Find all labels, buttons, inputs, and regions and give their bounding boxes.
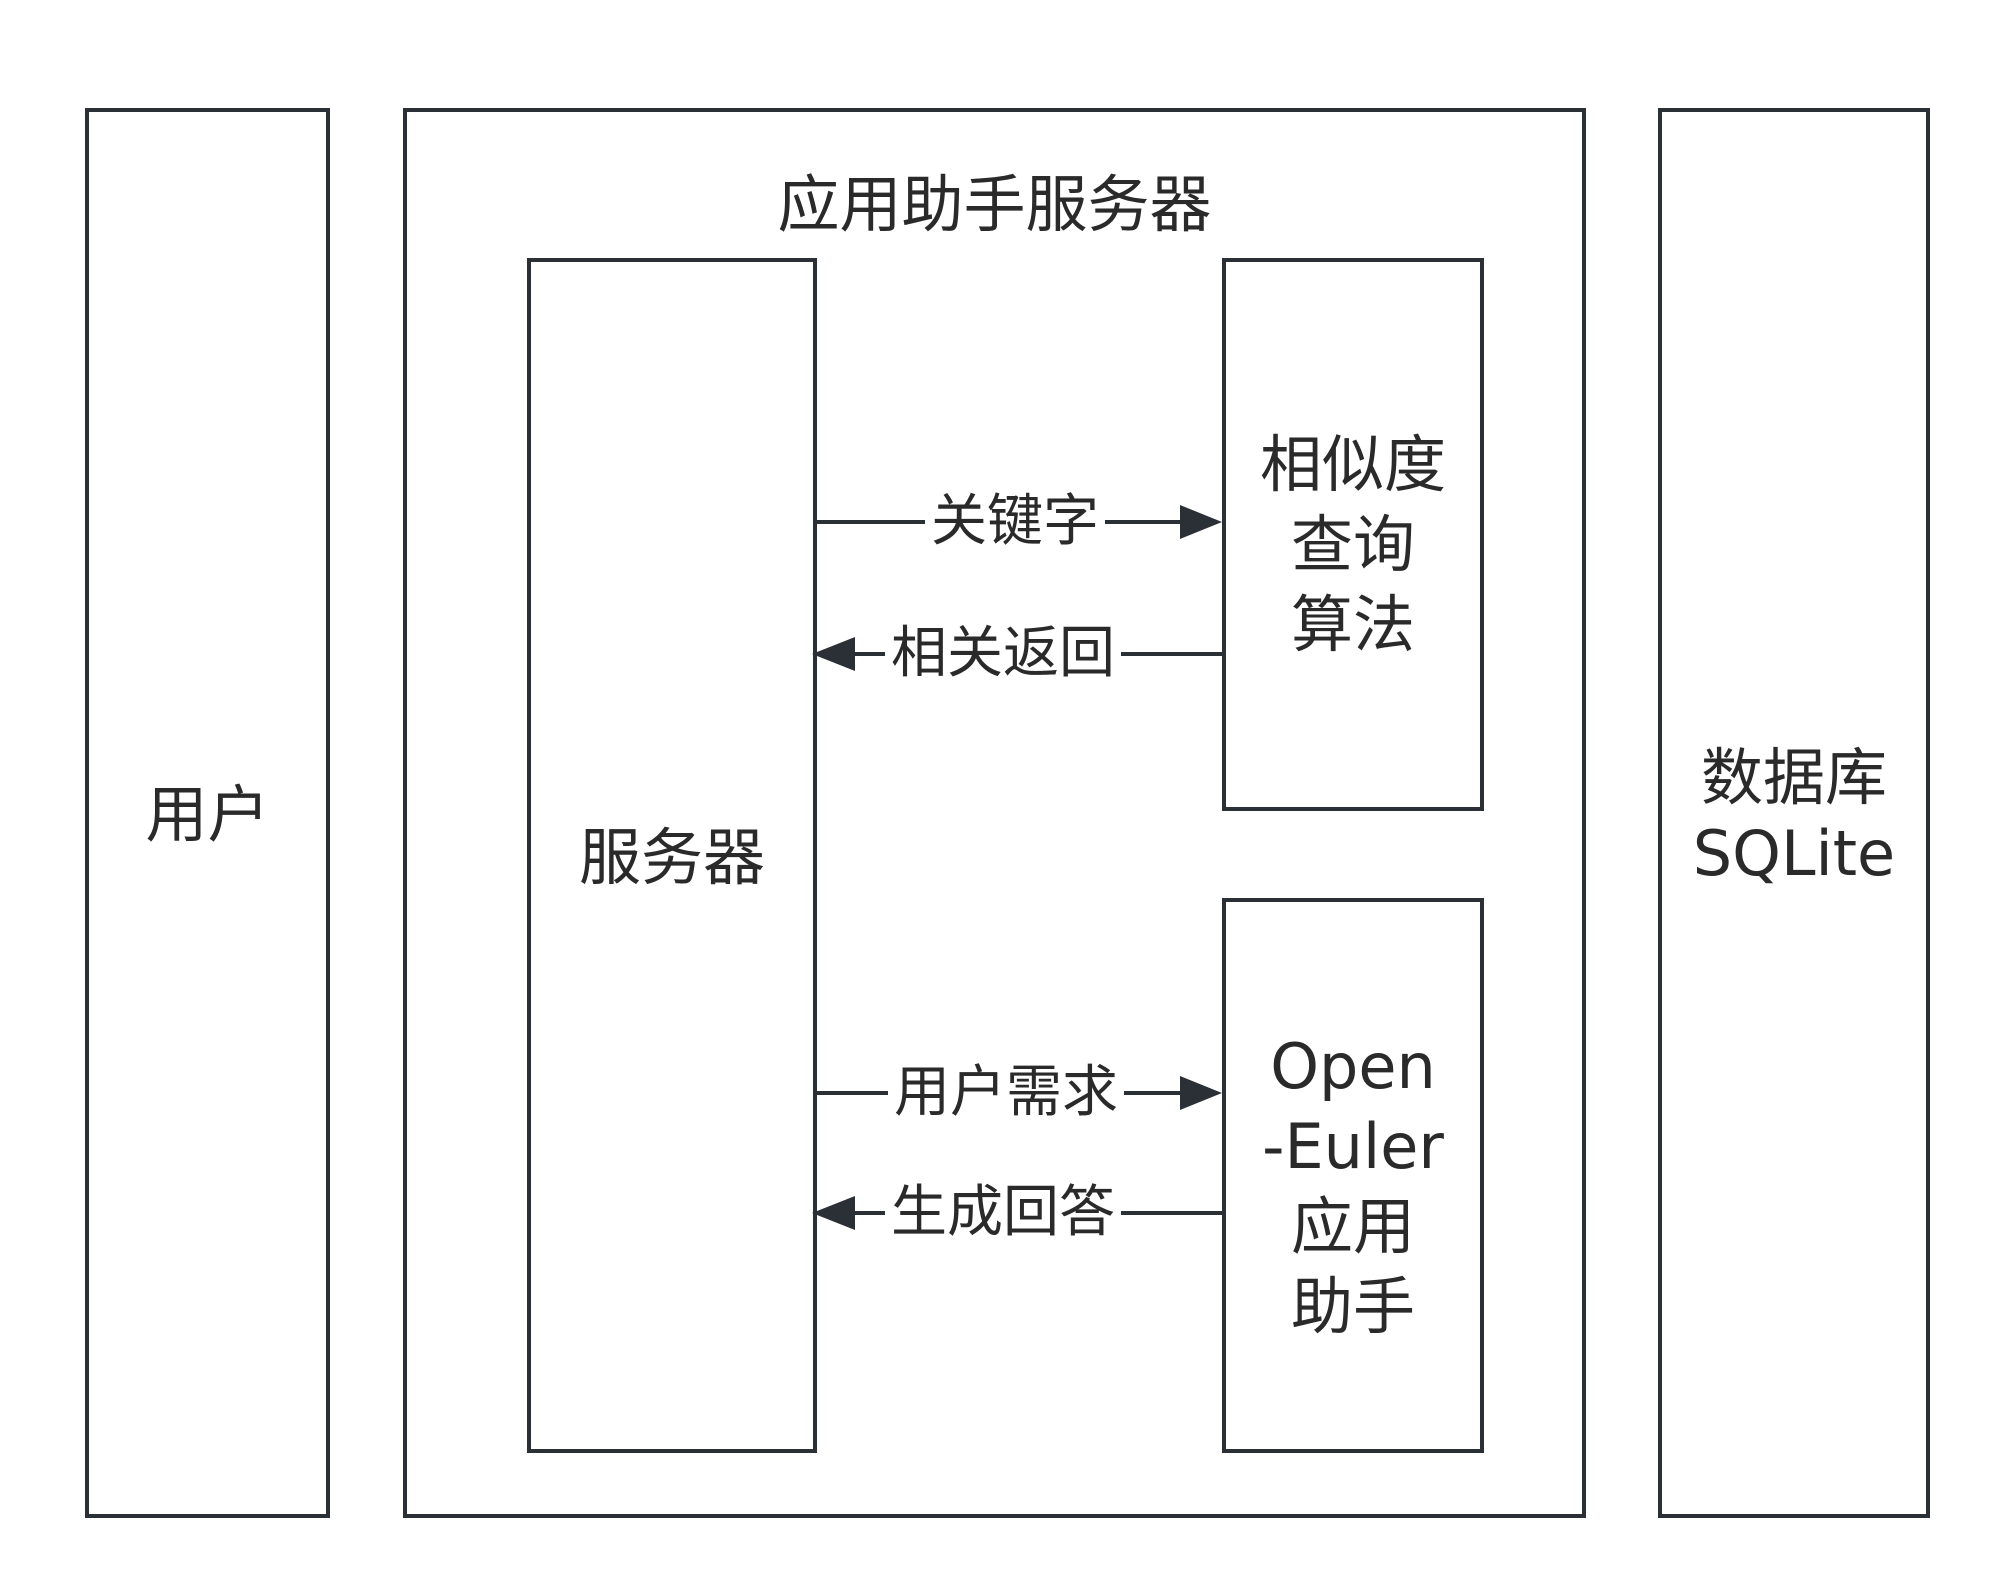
- server-box: [527, 258, 817, 1453]
- arrow-label-related-return: 相关返回: [885, 619, 1121, 689]
- database-label: 数据库 SQLite: [1692, 741, 1896, 890]
- arrow-label-user-request: 用户需求: [888, 1058, 1124, 1128]
- server-label: 服务器: [578, 821, 765, 894]
- similarity-algorithm-label: 相似度 查询 算法: [1259, 428, 1446, 661]
- user-box: [85, 108, 330, 1518]
- openeuler-assistant-box: [1222, 898, 1484, 1453]
- arrow-label-generate-answer: 生成回答: [885, 1178, 1121, 1248]
- user-label: 用户: [145, 778, 270, 851]
- openeuler-assistant-label: Open -Euler 应用 助手: [1262, 1030, 1444, 1343]
- database-box: [1658, 108, 1930, 1518]
- app-server-title: 应用助手服务器: [777, 168, 1212, 241]
- similarity-algorithm-box: [1222, 258, 1484, 811]
- arrow-label-keyword: 关键字: [925, 487, 1105, 557]
